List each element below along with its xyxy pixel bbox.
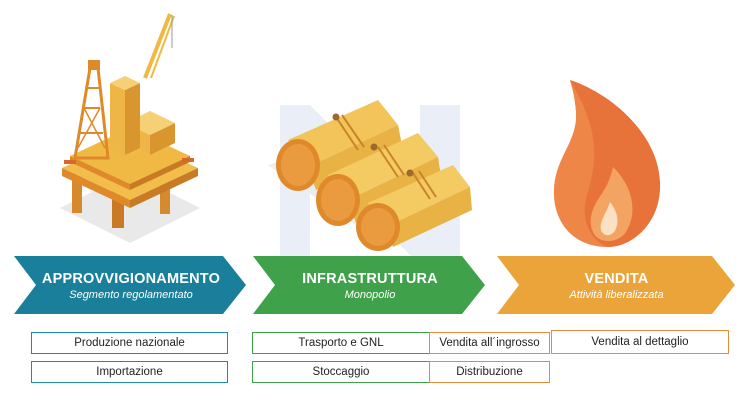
box-importazione: Importazione — [31, 361, 228, 383]
stage-subtitle: Monopolio — [344, 289, 396, 301]
flame-icon — [553, 80, 661, 247]
chevron-infrastruttura — [253, 256, 485, 314]
stage-infrastruttura: INFRASTRUTTURA Monopolio — [275, 271, 465, 301]
box-distribuzione: Distribuzione — [429, 361, 550, 383]
stage-approvvigionamento: APPROVVIGIONAMENTO Segmento regolamentat… — [36, 271, 226, 301]
stage-subtitle: Attività liberalizzata — [569, 289, 664, 301]
chevron-approvvigionamento — [14, 256, 246, 314]
box-stoccaggio: Stoccaggio — [252, 361, 430, 383]
stage-title: INFRASTRUTTURA — [302, 271, 438, 287]
chevron-vendita — [497, 256, 735, 314]
box-trasporto-gnl: Trasporto e GNL — [252, 332, 430, 354]
box-produzione-nazionale: Produzione nazionale — [31, 332, 228, 354]
stage-title: APPROVVIGIONAMENTO — [41, 271, 221, 287]
gas-tanks-icon — [268, 100, 473, 251]
box-vendita-ingrosso: Vendita all´ingrosso — [429, 332, 550, 354]
value-chain-chevrons — [14, 256, 735, 314]
stage-vendita: VENDITA Attività liberalizzata — [519, 271, 714, 301]
stage-subtitle: Segmento regolamentato — [69, 289, 193, 301]
stage-title: VENDITA — [584, 271, 649, 287]
oil-platform-icon — [60, 13, 200, 243]
box-vendita-dettaglio: Vendita al dettaglio — [551, 330, 729, 354]
